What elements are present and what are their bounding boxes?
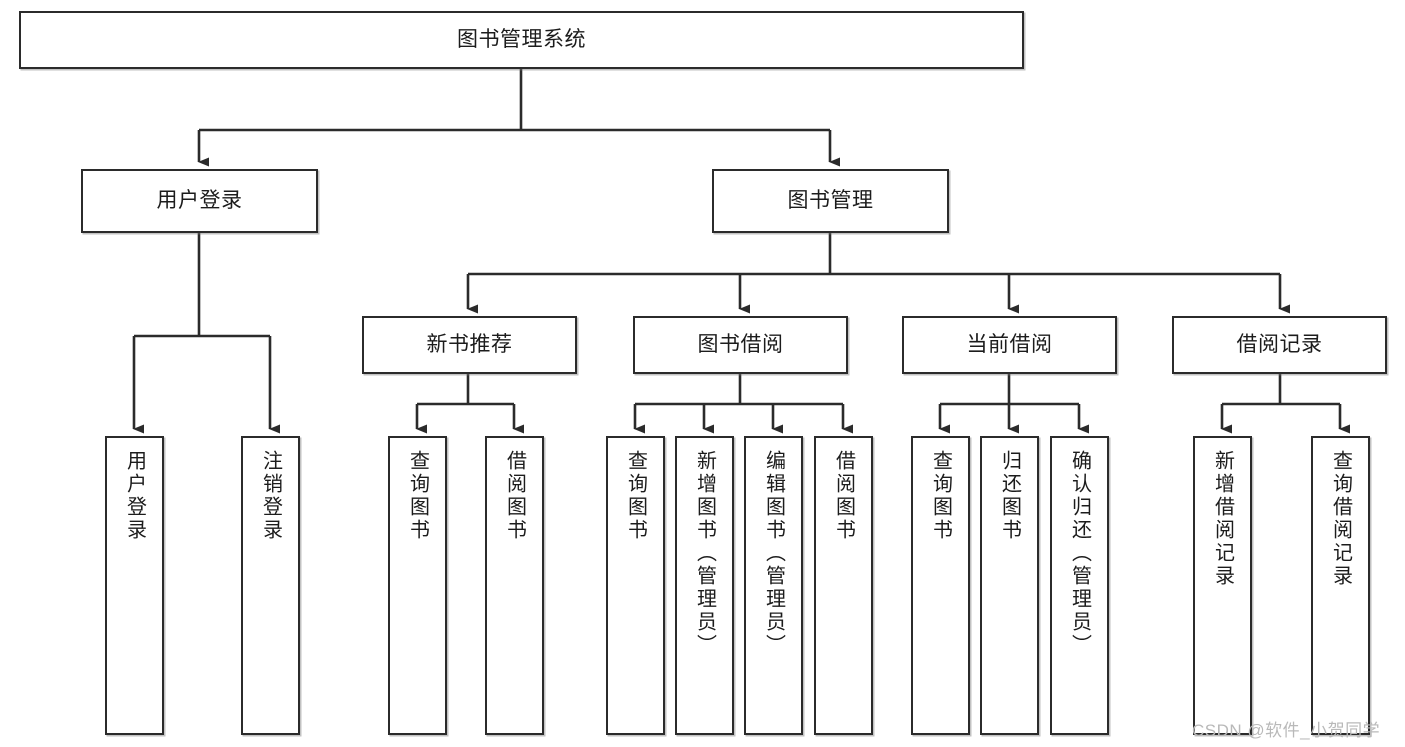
node-book-management[interactable]: 图书管理 <box>712 169 949 233</box>
node-user-login[interactable]: 用户登录 <box>81 169 318 233</box>
leaf-book-borrow-borrow-book[interactable]: 借阅图书 <box>814 436 873 735</box>
node-label: 查询图书 <box>929 450 952 542</box>
node-label: 用户登录 <box>156 188 243 212</box>
leaf-book-borrow-query-book[interactable]: 查询图书 <box>606 436 665 735</box>
node-label: 借阅图书 <box>503 450 526 542</box>
node-label: 用户登录 <box>123 450 146 542</box>
node-label: 图书管理系统 <box>457 27 586 51</box>
node-label: 新书推荐 <box>426 332 513 356</box>
node-label: 图书借阅 <box>697 332 784 356</box>
node-current-borrow[interactable]: 当前借阅 <box>902 316 1117 374</box>
leaf-user-login-logout[interactable]: 注销登录 <box>241 436 300 735</box>
csdn-watermark: CSDN @软件_小贺同学 <box>1192 721 1381 740</box>
node-label: 查询借阅记录 <box>1329 450 1352 588</box>
node-label: 查询图书 <box>406 450 429 542</box>
node-book-borrow[interactable]: 图书借阅 <box>633 316 848 374</box>
node-label: 图书管理 <box>787 188 874 212</box>
node-label: 编辑图书（管理员） <box>762 450 785 657</box>
node-label: 确认归还（管理员） <box>1068 450 1091 657</box>
node-label: 查询图书 <box>624 450 647 542</box>
leaf-current-borrow-query-book[interactable]: 查询图书 <box>911 436 970 735</box>
leaf-new-book-query-book[interactable]: 查询图书 <box>388 436 447 735</box>
leaf-book-borrow-add-book-admin[interactable]: 新增图书（管理员） <box>675 436 734 735</box>
node-label: 借阅图书 <box>832 450 855 542</box>
node-label: 新增借阅记录 <box>1211 450 1234 588</box>
leaf-borrow-record-query-record[interactable]: 查询借阅记录 <box>1311 436 1370 735</box>
node-label: 新增图书（管理员） <box>693 450 716 657</box>
leaf-current-borrow-return-book[interactable]: 归还图书 <box>980 436 1039 735</box>
node-new-book-recommend[interactable]: 新书推荐 <box>362 316 577 374</box>
node-label: 借阅记录 <box>1236 332 1323 356</box>
leaf-current-borrow-confirm-return-admin[interactable]: 确认归还（管理员） <box>1050 436 1109 735</box>
node-label: 归还图书 <box>998 450 1021 542</box>
leaf-book-borrow-edit-book-admin[interactable]: 编辑图书（管理员） <box>744 436 803 735</box>
leaf-borrow-record-add-record[interactable]: 新增借阅记录 <box>1193 436 1252 735</box>
leaf-user-login-login[interactable]: 用户登录 <box>105 436 164 735</box>
node-label: 注销登录 <box>259 450 282 542</box>
node-root-book-management-system[interactable]: 图书管理系统 <box>19 11 1024 69</box>
node-label: 当前借阅 <box>966 332 1053 356</box>
node-borrow-record[interactable]: 借阅记录 <box>1172 316 1387 374</box>
leaf-new-book-borrow-book[interactable]: 借阅图书 <box>485 436 544 735</box>
